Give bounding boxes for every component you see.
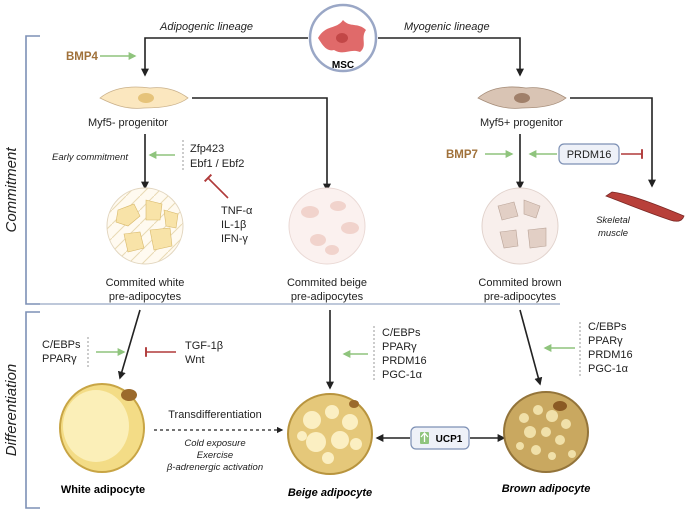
beige-diff-factor-4: PGC-1α <box>382 369 423 381</box>
beige-diff-factor-3: PRDM16 <box>382 355 427 367</box>
committed-beige-label-1: Commited beige <box>287 277 367 289</box>
committed-beige-cell-cluster <box>288 187 366 265</box>
brown-diff-factor-4: PGC-1α <box>588 363 629 375</box>
beige-diff-factor-1: C/EBPs <box>382 327 421 339</box>
transdiff-label: Transdifferentiation <box>168 409 262 421</box>
committed-brown-label-1: Commited brown <box>478 277 561 289</box>
commitment-factor-1: Zfp423 <box>190 143 224 155</box>
myogenic-lineage-label: Myogenic lineage <box>404 21 490 33</box>
transdiff-condition-2: Exercise <box>197 450 233 461</box>
beige-diff-factor-2: PPARγ <box>382 341 417 353</box>
white-diff-inhibitor-2: Wnt <box>185 354 205 366</box>
prdm16-box: PRDM16 <box>558 143 620 165</box>
inhibitor-3: IFN-γ <box>221 233 248 245</box>
beige-adipocyte-label: Beige adipocyte <box>288 487 372 499</box>
bmp4-label: BMP4 <box>66 51 99 63</box>
bmp7-label: BMP7 <box>446 149 478 161</box>
skeletal-muscle-label-1: Skeletal <box>596 215 631 226</box>
skeletal-muscle-fiber <box>605 191 685 222</box>
skeletal-muscle-label-2: muscle <box>598 228 628 239</box>
white-diff-inhibitor-1: TGF-1β <box>185 340 223 352</box>
myf5-neg-progenitor-cell <box>99 86 189 109</box>
white-diff-factor-2: PPARγ <box>42 353 77 365</box>
differentiation-label: Differentiation <box>3 364 20 457</box>
brown-adipocyte-cell <box>503 391 589 473</box>
brown-diff-factor-3: PRDM16 <box>588 349 633 361</box>
transdiff-condition-1: Cold exposure <box>184 438 245 449</box>
myf5-neg-progenitor-label: Myf5- progenitor <box>88 117 168 129</box>
up-arrow-icon <box>420 432 429 442</box>
myf5-pos-progenitor-label: Myf5+ progenitor <box>480 117 563 129</box>
transdiff-condition-3: β-adrenergic activation <box>166 462 263 473</box>
committed-white-label-1: Commited white <box>106 277 185 289</box>
early-commitment-label: Early commitment <box>52 152 128 163</box>
white-diff-factor-1: C/EBPs <box>42 339 81 351</box>
white-adipocyte-cell <box>59 383 145 473</box>
msc-label: MSC <box>332 60 354 71</box>
commitment-label: Commitment <box>3 147 20 233</box>
differentiation-bracket <box>25 311 40 509</box>
beige-adipocyte-cell <box>287 393 373 475</box>
commitment-factor-2: Ebf1 / Ebf2 <box>190 158 244 170</box>
brown-diff-factor-2: PPARγ <box>588 335 623 347</box>
prdm16-label: PRDM16 <box>567 149 612 161</box>
brown-adipocyte-label: Brown adipocyte <box>502 483 591 495</box>
committed-brown-cell-cluster <box>481 187 559 265</box>
msc-node: MSC <box>308 3 378 73</box>
inhibitor-2: IL-1β <box>221 219 246 231</box>
myf5-pos-progenitor-cell <box>477 86 567 109</box>
commitment-bracket <box>25 35 560 305</box>
ucp1-box: UCP1 <box>410 426 470 450</box>
adipogenic-lineage-label: Adipogenic lineage <box>159 21 253 33</box>
committed-white-label-2: pre-adipocytes <box>109 291 182 303</box>
ucp1-label: UCP1 <box>436 434 463 445</box>
committed-white-cell-cluster <box>106 187 184 265</box>
white-adipocyte-label: White adipocyte <box>61 484 145 496</box>
inhibitor-1: TNF-α <box>221 205 253 217</box>
brown-diff-factor-1: C/EBPs <box>588 321 627 333</box>
committed-brown-label-2: pre-adipocytes <box>484 291 557 303</box>
committed-beige-label-2: pre-adipocytes <box>291 291 364 303</box>
